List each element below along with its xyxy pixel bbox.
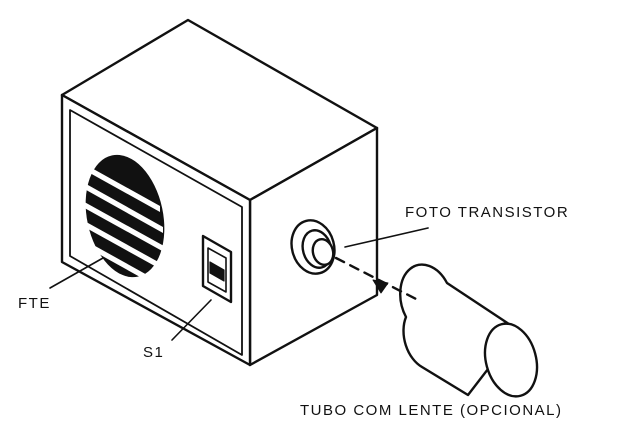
label-foto-transistor: FOTO TRANSISTOR	[405, 204, 569, 221]
direction-arrow	[372, 279, 389, 294]
leader-line-s1	[171, 299, 212, 341]
speaker-grille	[79, 154, 165, 287]
label-fte: FTE	[18, 295, 51, 312]
leader-line-fte	[49, 257, 104, 289]
tube-with-lens	[399, 263, 539, 398]
leader-line-foto-transistor	[344, 227, 429, 248]
optical-axis	[334, 256, 420, 302]
switch-s1	[201, 234, 233, 304]
label-tubo-com-lente: TUBO COM LENTE (OPCIONAL)	[300, 402, 563, 419]
photo-transistor	[290, 219, 336, 275]
label-s1: S1	[143, 344, 164, 361]
